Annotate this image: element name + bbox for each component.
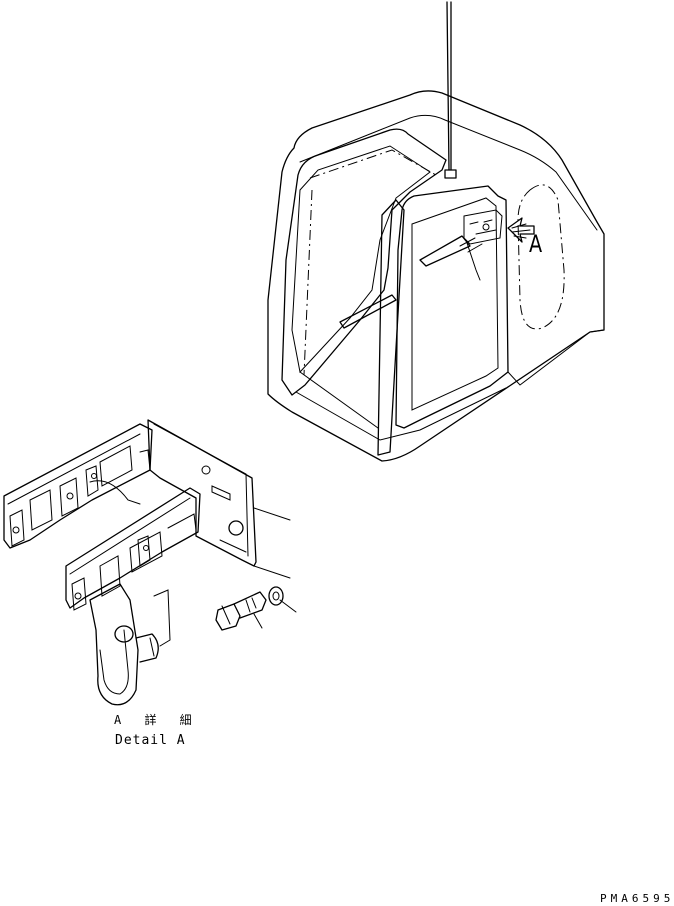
washer (268, 586, 284, 606)
side-window (517, 184, 565, 330)
lower-bracket (65, 487, 201, 609)
antenna (446, 1, 452, 171)
leader-line-plate (253, 507, 291, 521)
mounting-hole-lower (228, 520, 244, 536)
detail-a-bracket-assembly (3, 419, 297, 706)
mounting-hole-upper (201, 465, 211, 475)
cab-outer-shell (267, 90, 605, 462)
bolt (215, 591, 267, 631)
leader-line-bolt (253, 613, 263, 629)
hook-plate (89, 583, 139, 706)
leader-line-bracket (253, 565, 291, 579)
upper-bracket (3, 423, 153, 549)
detail-label-english: Detail A (115, 733, 186, 748)
callout-letter-a: A (529, 230, 543, 258)
bracket-mount-on-cab (419, 209, 503, 281)
callout-arrow (507, 217, 535, 243)
door-frame (395, 185, 509, 429)
detail-label-japanese: A 詳 細 (114, 713, 200, 727)
drawing-number: PMA6595 (600, 892, 674, 905)
leader-line-washer (279, 599, 297, 613)
operator-cab (267, 1, 605, 462)
back-plate (147, 419, 257, 567)
